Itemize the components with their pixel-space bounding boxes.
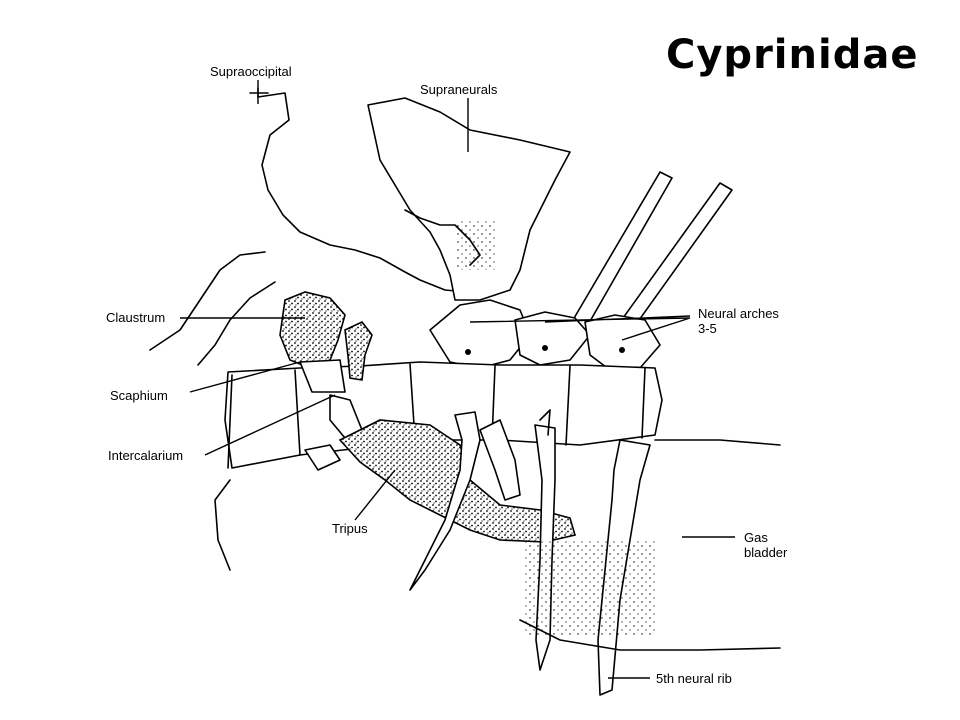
label-gas-bladder-line1: Gas: [744, 530, 768, 545]
label-neural-arches-line1: Neural arches: [698, 306, 779, 321]
supraneurals-stipple: [455, 220, 495, 270]
neural-arch-4: [514, 311, 591, 366]
gas-bladder-stipple: [525, 540, 655, 635]
skull-inner-outline: [197, 281, 276, 366]
vertebra-seg-1: [227, 374, 233, 469]
leader-intercalarium: [204, 394, 336, 456]
label-scaphium: Scaphium: [110, 388, 168, 403]
label-tripus: Tripus: [332, 521, 368, 536]
vertebra-seg-5: [565, 365, 571, 446]
body-wall-left: [214, 479, 231, 571]
leader-neural-arches: [469, 315, 691, 341]
label-gas-bladder-line2: bladder: [744, 545, 788, 560]
label-neural-arches-line2: 3-5: [698, 321, 717, 336]
label-claustrum: Claustrum: [106, 310, 166, 325]
leader-tripus: [354, 469, 396, 521]
skull-lower-outline: [149, 251, 266, 351]
label-intercalarium: Intercalarium: [108, 448, 184, 463]
rib-small-spur: [539, 409, 551, 436]
rib-3: [409, 411, 481, 591]
leader-scaphium: [189, 361, 301, 393]
label-gas-bladder: Gas bladder: [744, 530, 787, 560]
arch-foramen-3: [465, 349, 471, 355]
neural-arch-5: [584, 314, 661, 371]
supraneurals-shape: [367, 97, 571, 301]
rib-3-head: [479, 419, 521, 501]
arch-foramen-5: [619, 347, 625, 353]
label-supraneurals: Supraneurals: [420, 82, 498, 97]
scaphium-stalk: [299, 359, 346, 393]
label-fifth-neural-rib: 5th neural rib: [656, 671, 732, 686]
arch-foramen-4: [542, 345, 548, 351]
vertebra-seg-6: [641, 367, 646, 439]
label-neural-arches: Neural arches 3-5: [698, 306, 779, 336]
tripus-process: [304, 444, 341, 471]
gas-bladder-outline: [654, 439, 781, 446]
claustrum-shape: [279, 291, 346, 369]
label-supraoccipital: Supraoccipital: [210, 64, 292, 79]
diagram-title: Cyprinidae: [666, 32, 919, 78]
neural-arch-3: [429, 299, 531, 369]
scaphium-shape: [344, 321, 373, 381]
skull-outline: [257, 92, 469, 293]
neural-spine-1: [569, 171, 673, 331]
